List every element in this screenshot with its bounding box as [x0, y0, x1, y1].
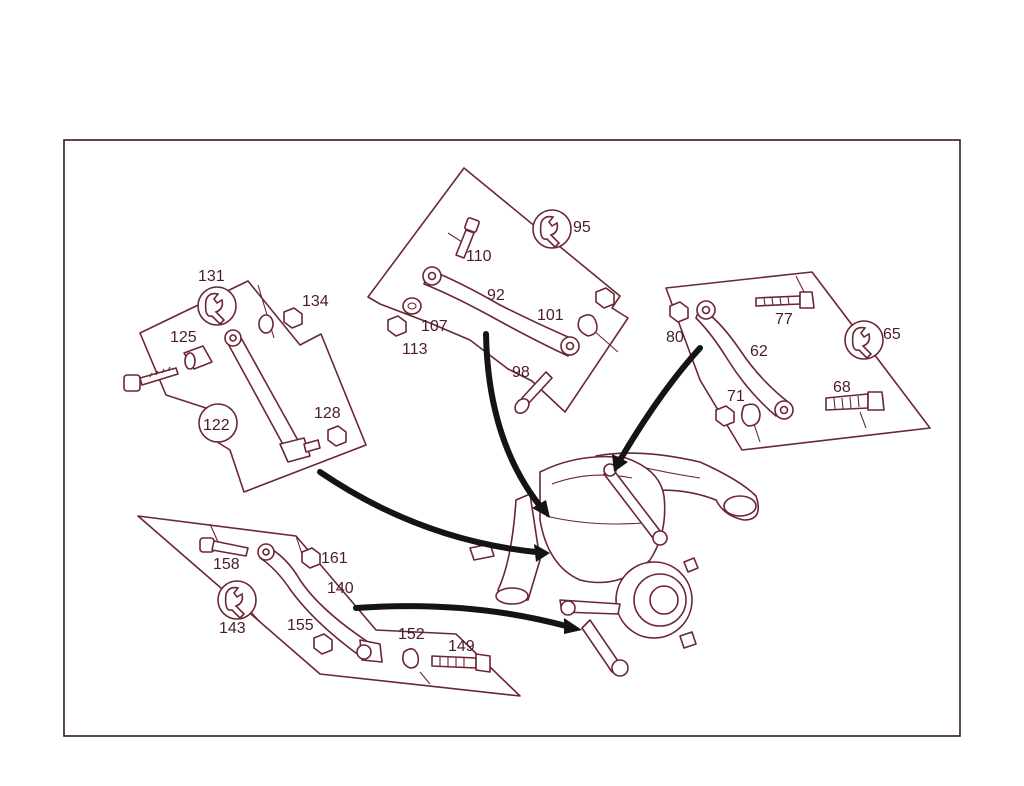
label-131: 131	[198, 268, 225, 285]
link-rod-part	[257, 543, 383, 663]
part-number-labels: 131 134 125 122 128 110 95 92 101 107 11…	[170, 219, 901, 655]
nut-part	[313, 633, 333, 655]
link-rod-part	[695, 300, 794, 420]
nut-part	[301, 547, 321, 569]
eccentric-bolt-part	[825, 391, 885, 411]
washer-part	[258, 314, 274, 334]
bushing-part	[183, 345, 213, 370]
eccentric-washer-part	[402, 648, 420, 669]
label-149: 149	[448, 638, 475, 655]
label-152: 152	[398, 626, 425, 643]
label-77: 77	[775, 311, 793, 328]
eccentric-bolt-part	[431, 653, 491, 673]
arrow-top-group	[483, 331, 543, 509]
group-right-link	[665, 271, 931, 451]
arrow-right-group	[617, 345, 703, 463]
label-161: 161	[321, 550, 348, 567]
label-125: 125	[170, 329, 197, 346]
label-68: 68	[833, 379, 851, 396]
nut-part	[387, 315, 407, 337]
eccentric-bolt-part	[514, 371, 553, 415]
label-92: 92	[487, 287, 505, 304]
bolt-part	[123, 366, 179, 392]
label-122: 122	[203, 417, 230, 434]
label-143: 143	[219, 620, 246, 637]
nut-part	[327, 425, 347, 447]
label-98: 98	[512, 364, 530, 381]
group-left-link	[123, 280, 367, 493]
label-95: 95	[573, 219, 591, 236]
group-top-link	[367, 167, 629, 415]
direction-arrows	[317, 331, 703, 634]
wrench-icon	[197, 286, 237, 326]
diagram-frame	[63, 139, 961, 737]
callout-circle-122	[198, 403, 238, 443]
label-158: 158	[213, 556, 240, 573]
arrow-bottom-group	[353, 603, 569, 629]
nut-part	[595, 287, 615, 309]
eccentric-washer-part	[740, 403, 761, 427]
label-65: 65	[883, 326, 901, 343]
label-155: 155	[287, 617, 314, 634]
label-128: 128	[314, 405, 341, 422]
wrench-icon	[844, 320, 884, 360]
wrench-icon	[532, 209, 572, 249]
label-113: 113	[402, 341, 428, 358]
group-right-outline	[665, 271, 931, 451]
bolt-part	[199, 537, 249, 557]
axle-carrier-assembly	[469, 452, 760, 677]
label-107: 107	[421, 318, 448, 335]
link-rod-part	[422, 266, 580, 357]
group-left-outline	[139, 280, 367, 493]
bolt-part	[455, 217, 480, 259]
bolt-part	[755, 291, 815, 309]
label-101: 101	[537, 307, 564, 324]
nut-part	[283, 307, 303, 329]
nut-part	[669, 301, 689, 323]
label-80: 80	[666, 329, 684, 346]
link-rod-part	[224, 329, 321, 463]
arrow-left-group	[317, 469, 539, 555]
label-140: 140	[327, 580, 354, 597]
group-top-outline	[367, 167, 629, 413]
washer-part	[402, 297, 422, 315]
nut-part	[715, 405, 735, 427]
eccentric-washer-part	[577, 314, 598, 337]
label-62: 62	[750, 343, 768, 360]
wrench-icon	[217, 580, 257, 620]
label-134: 134	[302, 293, 329, 310]
label-71: 71	[727, 388, 745, 405]
label-110: 110	[466, 248, 492, 265]
group-bottom-link	[137, 515, 521, 697]
